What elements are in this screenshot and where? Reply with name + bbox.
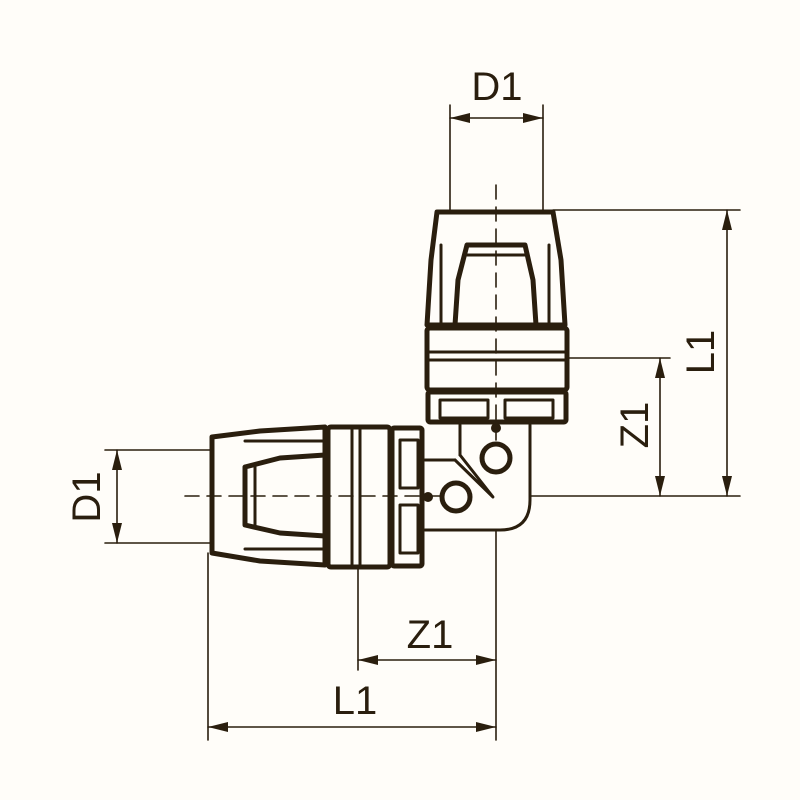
label-top-d1: D1 (471, 65, 522, 109)
dimension-right: L1 Z1 (529, 209, 741, 497)
top-fitting (424, 209, 570, 425)
dimension-bottom: Z1 L1 (207, 529, 497, 741)
elbow-body (423, 423, 532, 532)
label-right-l1: L1 (679, 330, 723, 375)
label-bottom-l1: L1 (333, 679, 378, 723)
left-fitting (209, 424, 425, 570)
label-right-z1: Z1 (613, 402, 657, 449)
label-left-d1: D1 (65, 471, 109, 522)
label-bottom-z1: Z1 (407, 613, 454, 657)
dimension-left-d1: D1 (65, 449, 213, 544)
dimension-top-d1: D1 (449, 65, 544, 213)
